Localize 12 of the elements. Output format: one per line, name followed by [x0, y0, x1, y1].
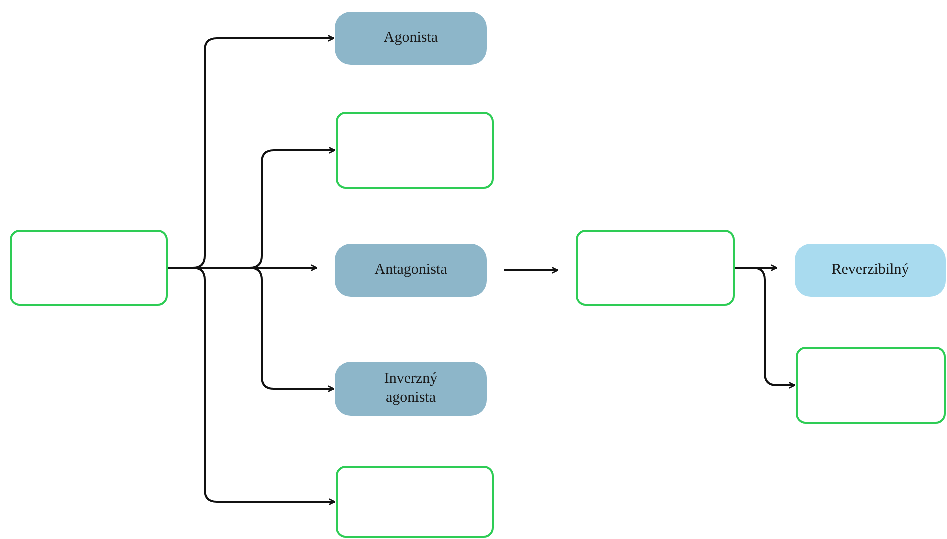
- empty-box: [576, 230, 735, 306]
- rounded-box: Reverzibilný: [795, 244, 946, 297]
- empty-box: [336, 112, 494, 189]
- arrow: [735, 267, 796, 389]
- rounded-box: Agonista: [335, 12, 487, 65]
- rounded-box: Antagonista: [335, 244, 487, 297]
- arrow: [168, 267, 336, 506]
- rounded-box: Inverzný agonista: [335, 362, 487, 416]
- empty-box: [10, 230, 168, 306]
- empty-box: [336, 466, 494, 538]
- arrow: [504, 267, 559, 274]
- empty-box: [796, 347, 946, 424]
